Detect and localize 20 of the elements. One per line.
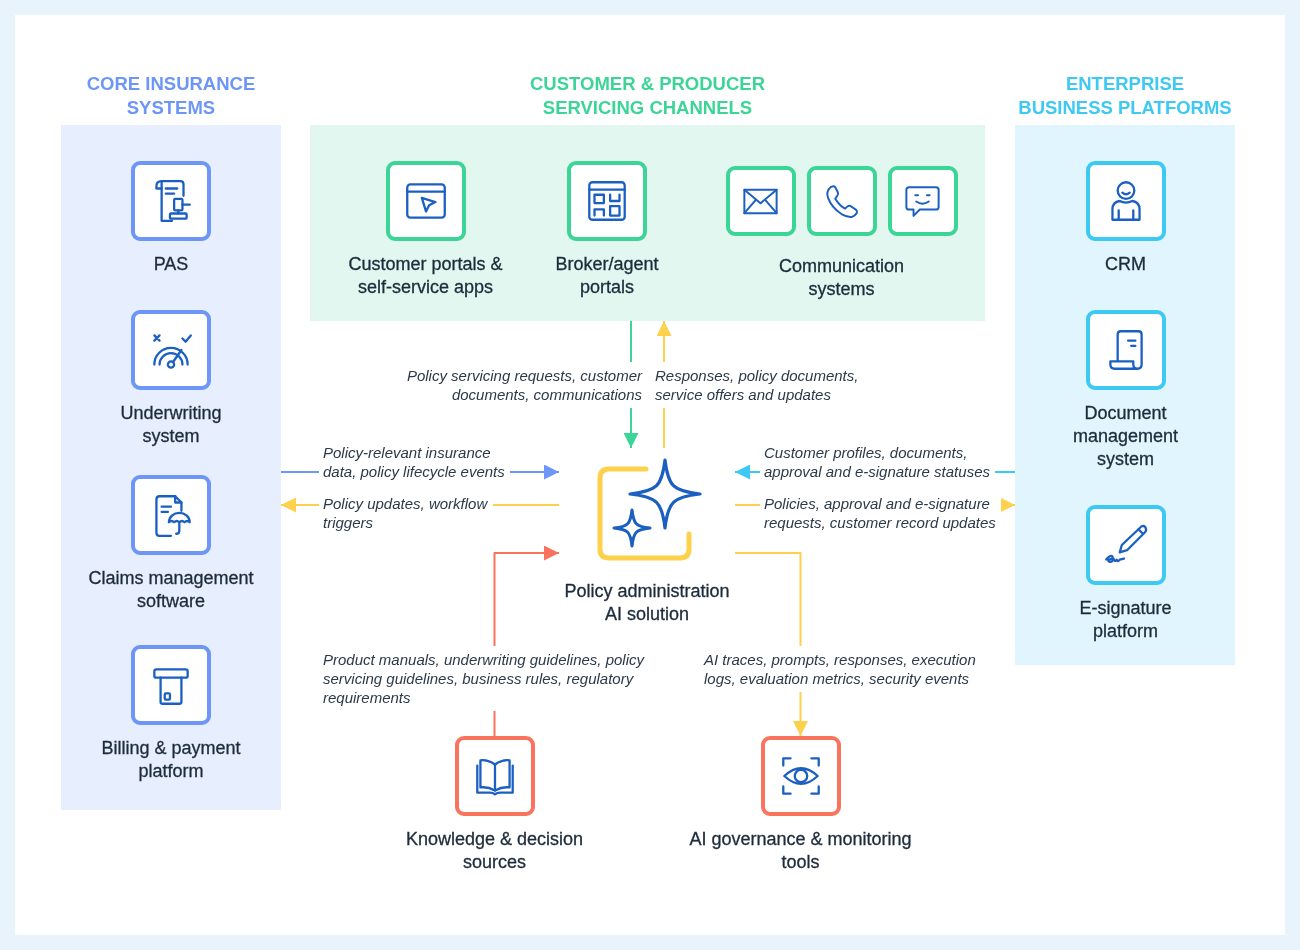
node-label: Communication systems xyxy=(778,255,905,301)
node-label: AI governance & monitoring tools xyxy=(688,828,913,874)
arrow xyxy=(656,320,672,449)
arrow xyxy=(623,320,639,449)
node-label: PAS xyxy=(153,253,189,276)
arrow xyxy=(493,545,560,737)
node-label: Customer portals & self-service apps xyxy=(347,253,504,299)
section-heading: CORE INSURANCE SYSTEMS xyxy=(86,72,256,120)
node-label: Billing & payment platform xyxy=(100,737,242,783)
node-label: Knowledge & decision sources xyxy=(405,828,584,874)
node-label: E-signature platform xyxy=(1078,597,1173,643)
arrow xyxy=(734,552,808,737)
node-label: Underwriting system xyxy=(119,402,223,448)
node-label: CRM xyxy=(1104,253,1147,276)
node-label: Policy administration AI solution xyxy=(563,580,731,626)
node-label: Claims management software xyxy=(87,567,255,613)
section-heading: ENTERPRISE BUSINESS PLATFORMS xyxy=(1018,72,1232,120)
section-heading: CUSTOMER & PRODUCER SERVICING CHANNELS xyxy=(529,72,765,120)
node-label: Broker/agent portals xyxy=(554,253,660,299)
node-label: Document management system xyxy=(1072,402,1179,471)
